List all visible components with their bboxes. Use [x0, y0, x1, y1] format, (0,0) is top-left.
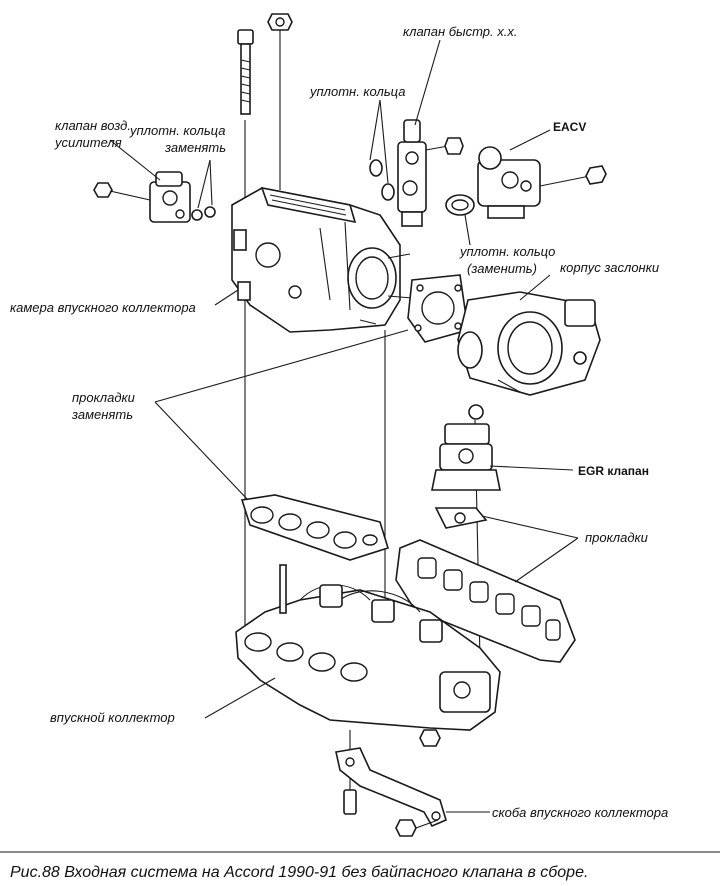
top-nut	[267, 13, 293, 31]
labels: клапан быстр. х.х. уплотн. кольца EACV к…	[10, 24, 668, 820]
label-oring-replace-2: (заменить)	[467, 261, 537, 276]
manifold-gasket-upper	[240, 494, 389, 561]
manifold-gasket-lower	[395, 539, 576, 663]
label-air-valve-2: усилителя	[54, 135, 122, 150]
leader-lines	[109, 39, 579, 813]
intake-plenum	[231, 186, 413, 333]
label-intake-manifold: впускной коллектор	[50, 710, 175, 725]
label-plenum: камера впускного коллектора	[10, 300, 196, 315]
label-gaskets: прокладки	[585, 530, 648, 545]
manifold-bracket	[335, 747, 447, 837]
label-gaskets-replace-1: прокладки	[72, 390, 135, 405]
label-gaskets-replace-2: заменять	[71, 407, 133, 422]
egr-valve	[431, 404, 501, 529]
fast-idle-valve	[369, 119, 464, 227]
long-bolt	[237, 29, 254, 115]
label-manifold-bracket: скоба впускного коллектора	[492, 805, 668, 820]
air-boost-valve	[93, 171, 216, 223]
label-orings-top: уплотн. кольца	[309, 84, 405, 99]
figure-caption: Рис.88 Входная система на Accord 1990-91…	[10, 864, 588, 881]
label-oring-replace-1: уплотн. кольцо	[459, 244, 555, 259]
throttle-body	[457, 291, 601, 396]
throttle-gasket	[407, 274, 469, 343]
label-orings-replace-2: заменять	[164, 140, 226, 155]
label-throttle-body: корпус заслонки	[560, 260, 659, 275]
label-idle-valve: клапан быстр. х.х.	[403, 24, 517, 39]
label-eacv: EACV	[553, 120, 586, 134]
label-egr-valve: EGR клапан	[578, 464, 649, 478]
eacv-valve	[445, 146, 607, 219]
label-orings-replace-1: уплотн. кольца	[129, 123, 225, 138]
label-air-valve-1: клапан возд.	[55, 118, 131, 133]
intake-manifold	[235, 564, 501, 747]
